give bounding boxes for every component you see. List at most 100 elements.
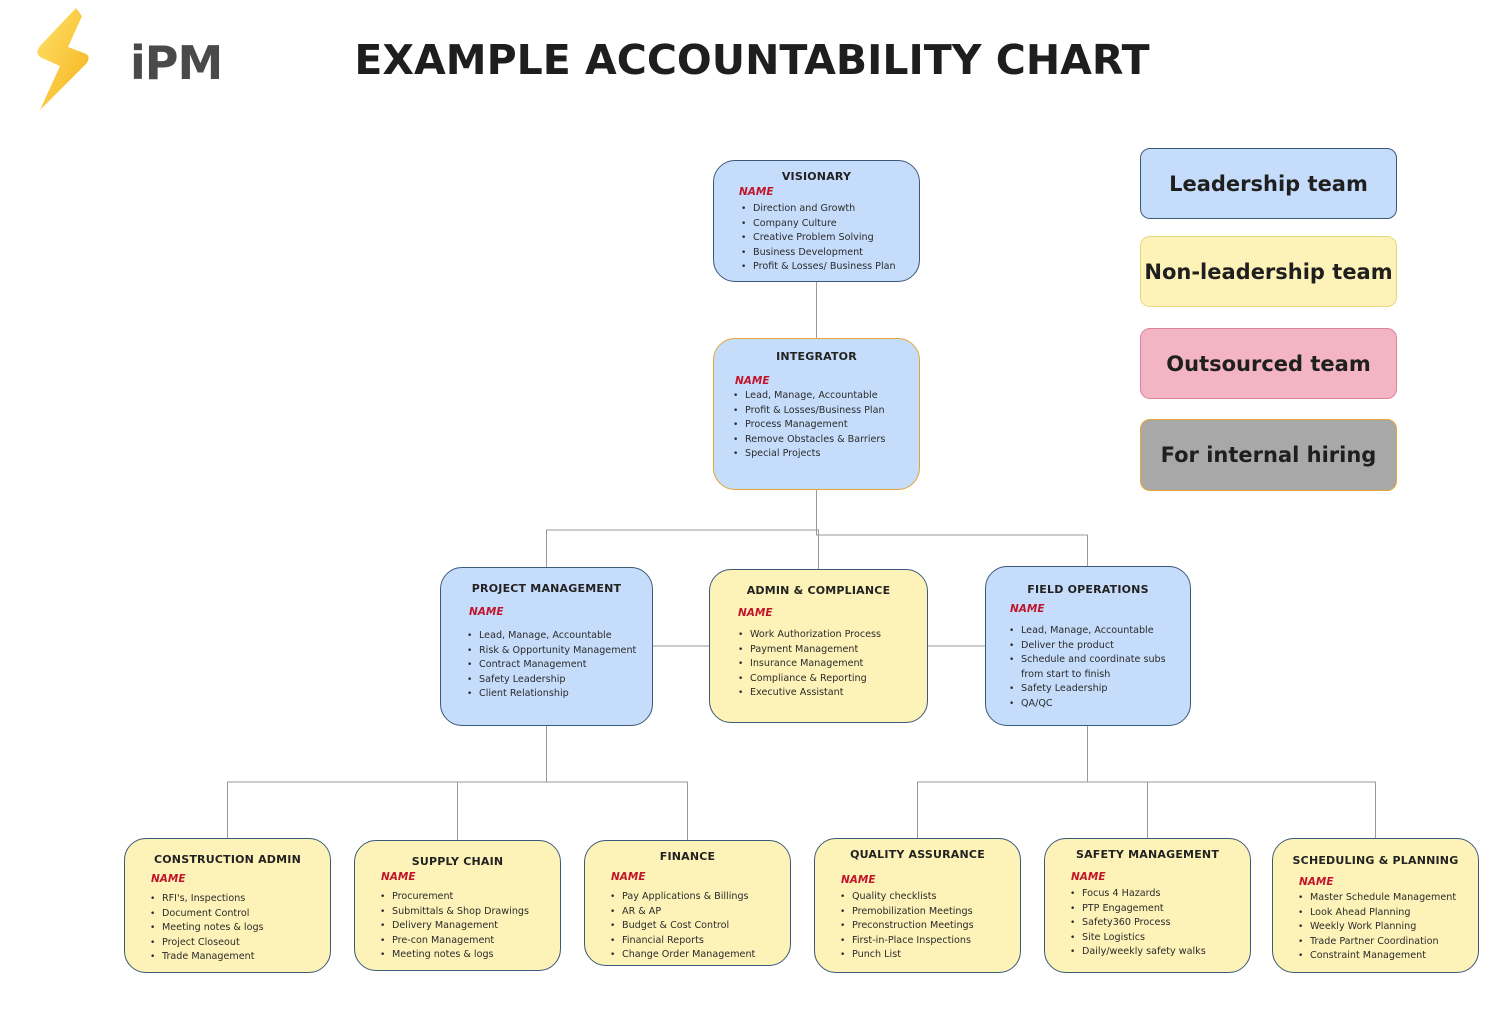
list-item: Creative Problem Solving — [741, 231, 896, 246]
box-title: ADMIN & COMPLIANCE — [746, 584, 891, 597]
list-item: Insurance Management — [738, 657, 881, 672]
list-item: Work Authorization Process — [738, 628, 881, 643]
list-item: Document Control — [150, 907, 264, 922]
legend-outsourced-team: Outsourced team — [1140, 328, 1397, 399]
list-item: Financial Reports — [610, 934, 755, 949]
field-operations-box: FIELD OPERATIONS NAME Lead, Manage, Acco… — [985, 566, 1191, 726]
list-item: Company Culture — [741, 217, 896, 232]
bullet-list: Procurement Submittals & Shop Drawings D… — [380, 890, 529, 963]
list-item: Safety Leadership — [1009, 682, 1166, 697]
integrator-box: INTEGRATOR NAME Lead, Manage, Accountabl… — [713, 338, 920, 490]
list-item: Safety Leadership — [467, 673, 636, 688]
construction-admin-box: CONSTRUCTION ADMIN NAME RFI's, Inspectio… — [124, 838, 331, 973]
lightning-bolt-icon — [37, 8, 89, 110]
list-item: Constraint Management — [1298, 949, 1456, 964]
list-item: Focus 4 Hazards — [1070, 887, 1206, 902]
list-item: Delivery Management — [380, 919, 529, 934]
list-item: Premobilization Meetings — [840, 905, 974, 920]
list-item: Procurement — [380, 890, 529, 905]
list-item: Weekly Work Planning — [1298, 920, 1456, 935]
list-item: Deliver the product — [1009, 639, 1166, 654]
scheduling-planning-box: SCHEDULING & PLANNING NAME Master Schedu… — [1272, 838, 1479, 973]
bullet-list: Quality checklists Premobilization Meeti… — [840, 890, 974, 963]
list-item: Master Schedule Management — [1298, 891, 1456, 906]
bullet-list: Work Authorization Process Payment Manag… — [738, 628, 881, 701]
box-name: NAME — [381, 871, 416, 883]
list-item: Lead, Manage, Accountable — [467, 629, 636, 644]
list-item: Punch List — [840, 948, 974, 963]
list-item: Process Management — [733, 418, 885, 433]
list-item: Compliance & Reporting — [738, 672, 881, 687]
box-name: NAME — [1299, 876, 1334, 888]
ipm-logo: iPM — [30, 6, 223, 116]
list-item: Budget & Cost Control — [610, 919, 755, 934]
box-name: NAME — [469, 606, 504, 618]
box-name: NAME — [738, 607, 773, 619]
list-item: Quality checklists — [840, 890, 974, 905]
project-management-box: PROJECT MANAGEMENT NAME Lead, Manage, Ac… — [440, 567, 653, 726]
list-item: Profit & Losses/Business Plan — [733, 404, 885, 419]
box-name: NAME — [739, 186, 774, 198]
list-item: Schedule and coordinate subs — [1009, 653, 1166, 668]
list-item: Change Order Management — [610, 948, 755, 963]
list-item: Meeting notes & logs — [380, 948, 529, 963]
bullet-list: Direction and Growth Company Culture Cre… — [741, 202, 896, 275]
list-item: Remove Obstacles & Barriers — [733, 433, 885, 448]
box-name: NAME — [151, 873, 186, 885]
list-item: Site Logistics — [1070, 931, 1206, 946]
list-item: Project Closeout — [150, 936, 264, 951]
list-item: Pre-con Management — [380, 934, 529, 949]
list-item: Trade Management — [150, 950, 264, 965]
box-name: NAME — [1010, 603, 1045, 615]
box-name: NAME — [611, 871, 646, 883]
box-title: SUPPLY CHAIN — [411, 855, 504, 868]
list-item: Client Relationship — [467, 687, 636, 702]
list-item: Risk & Opportunity Management — [467, 644, 636, 659]
box-name: NAME — [1071, 871, 1106, 883]
list-item: Special Projects — [733, 447, 885, 462]
list-item: from start to finish — [1021, 668, 1111, 680]
box-title: VISIONARY — [781, 170, 852, 183]
list-item: PTP Engagement — [1070, 902, 1206, 917]
list-item: Payment Management — [738, 643, 881, 658]
box-title: SCHEDULING & PLANNING — [1292, 854, 1459, 867]
chart-title: EXAMPLE ACCOUNTABILITY CHART — [354, 36, 1150, 84]
bullet-list: Lead, Manage, Accountable Profit & Losse… — [733, 389, 885, 462]
list-item: Lead, Manage, Accountable — [1009, 624, 1166, 639]
list-item: Pay Applications & Billings — [610, 890, 755, 905]
list-item: Look Ahead Planning — [1298, 906, 1456, 921]
list-item: Profit & Losses/ Business Plan — [741, 260, 896, 275]
list-item: RFI's, Inspections — [150, 892, 264, 907]
legend-leadership-team: Leadership team — [1140, 148, 1397, 219]
list-item: Lead, Manage, Accountable — [733, 389, 885, 404]
bullet-list: Focus 4 Hazards PTP Engagement Safety360… — [1070, 887, 1206, 960]
safety-management-box: SAFETY MANAGEMENT NAME Focus 4 Hazards P… — [1044, 838, 1251, 973]
box-title: SAFETY MANAGEMENT — [1075, 848, 1220, 861]
box-name: NAME — [735, 375, 770, 387]
list-item: Submittals & Shop Drawings — [380, 905, 529, 920]
legend-non-leadership-team: Non-leadership team — [1140, 236, 1397, 307]
bullet-list: Master Schedule Management Look Ahead Pl… — [1298, 891, 1456, 964]
box-title: FIELD OPERATIONS — [1027, 583, 1149, 596]
box-title: CONSTRUCTION ADMIN — [153, 853, 301, 866]
legend-internal-hiring: For internal hiring — [1140, 419, 1397, 491]
list-item: AR & AP — [610, 905, 755, 920]
bullet-list: Lead, Manage, Accountable Deliver the pr… — [1009, 624, 1166, 712]
box-title: QUALITY ASSURANCE — [850, 848, 985, 861]
bullet-list: Pay Applications & Billings AR & AP Budg… — [610, 890, 755, 963]
list-item: Meeting notes & logs — [150, 921, 264, 936]
list-item: Trade Partner Coordination — [1298, 935, 1456, 950]
list-item: First-in-Place Inspections — [840, 934, 974, 949]
list-item: Business Development — [741, 246, 896, 261]
bullet-list: RFI's, Inspections Document Control Meet… — [150, 892, 264, 965]
list-item: QA/QC — [1009, 697, 1166, 712]
bullet-list: Lead, Manage, Accountable Risk & Opportu… — [467, 629, 636, 702]
quality-assurance-box: QUALITY ASSURANCE NAME Quality checklist… — [814, 838, 1021, 973]
list-item: Direction and Growth — [741, 202, 896, 217]
visionary-box: VISIONARY NAME Direction and Growth Comp… — [713, 160, 920, 282]
supply-chain-box: SUPPLY CHAIN NAME Procurement Submittals… — [354, 840, 561, 971]
box-title: INTEGRATOR — [776, 350, 857, 363]
box-title: FINANCE — [659, 850, 716, 863]
admin-compliance-box: ADMIN & COMPLIANCE NAME Work Authorizati… — [709, 569, 928, 723]
